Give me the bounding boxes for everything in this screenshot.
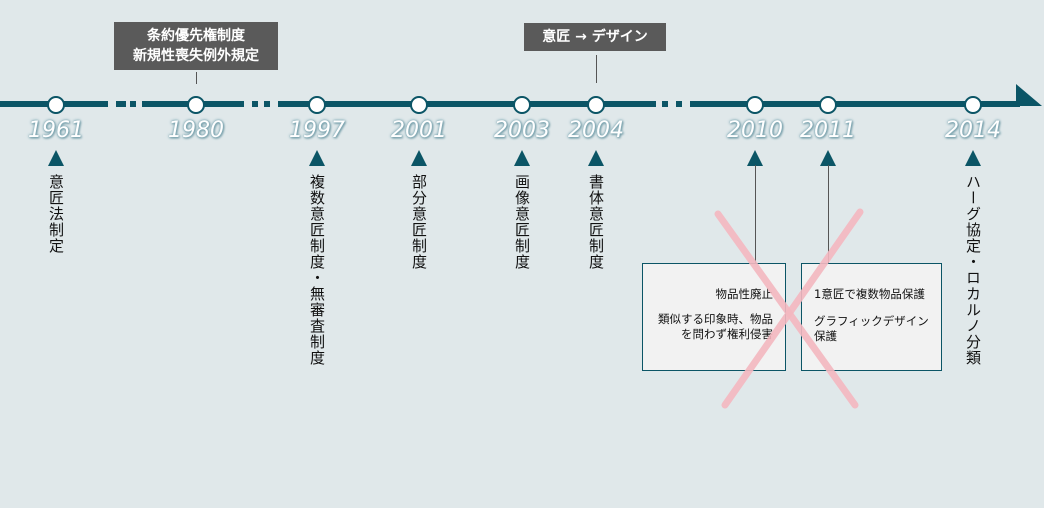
- year-label: 2010: [727, 118, 783, 143]
- year-label: 1980: [168, 118, 224, 143]
- timeline-dash: [676, 101, 682, 107]
- connector-line: [828, 165, 829, 263]
- callout-line: 意匠 → デザイン: [542, 29, 648, 45]
- year-label: 2003: [494, 118, 550, 143]
- timeline-node: [308, 96, 326, 114]
- pointer-triangle-icon: [514, 150, 530, 166]
- event-label: 書体意匠制度: [587, 174, 605, 270]
- timeline-line: [690, 101, 1020, 107]
- timeline-dash: [130, 101, 136, 107]
- event-label: 画像意匠制度: [513, 174, 531, 270]
- timeline-dash: [252, 101, 258, 107]
- timeline-dash: [264, 101, 270, 107]
- timeline-dash: [662, 101, 668, 107]
- timeline-node: [587, 96, 605, 114]
- callout-line: 条約優先権制度: [147, 28, 245, 44]
- pointer-triangle-icon: [965, 150, 981, 166]
- year-label: 2004: [568, 118, 624, 143]
- pointer-triangle-icon: [588, 150, 604, 166]
- event-label: ハーグ協定・ロカルノ分類: [964, 174, 982, 366]
- pointer-triangle-icon: [309, 150, 325, 166]
- pointer-triangle-icon: [48, 150, 64, 166]
- timeline-node: [187, 96, 205, 114]
- timeline-line: [278, 101, 656, 107]
- timeline-node: [964, 96, 982, 114]
- callout-line: 新規性喪失例外規定: [133, 48, 259, 64]
- callout-1980: 条約優先権制度 新規性喪失例外規定: [114, 22, 278, 70]
- box-text: 類似する印象時、物品を問わず権利侵害: [658, 312, 773, 341]
- year-label: 1961: [28, 118, 84, 143]
- info-box-2011: 1意匠で複数物品保護 グラフィックデザイン保護: [801, 263, 942, 371]
- timeline-node: [819, 96, 837, 114]
- timeline-node: [513, 96, 531, 114]
- box-text: 物品性廃止: [715, 287, 774, 301]
- event-label: 複数意匠制度・無審査制度: [308, 174, 326, 366]
- box-text: 1意匠で複数物品保護: [814, 287, 925, 301]
- callout-stem: [596, 55, 597, 83]
- timeline-dash: [116, 101, 126, 107]
- year-label: 2001: [391, 118, 447, 143]
- event-label: 意匠法制定: [47, 174, 65, 254]
- pointer-triangle-icon: [820, 150, 836, 166]
- year-label: 2014: [945, 118, 1001, 143]
- timeline-node: [746, 96, 764, 114]
- timeline-arrow-icon: [1016, 84, 1042, 106]
- timeline-node: [410, 96, 428, 114]
- cross-out-mark-icon: [714, 208, 864, 409]
- pointer-triangle-icon: [411, 150, 427, 166]
- year-label: 2011: [800, 118, 856, 143]
- connector-line: [755, 165, 756, 263]
- timeline-node: [47, 96, 65, 114]
- callout-stem: [196, 72, 197, 84]
- event-label: 部分意匠制度: [410, 174, 428, 270]
- year-label: 1997: [289, 118, 345, 143]
- callout-2004: 意匠 → デザイン: [524, 23, 666, 51]
- pointer-triangle-icon: [747, 150, 763, 166]
- box-text: グラフィックデザイン保護: [814, 314, 929, 343]
